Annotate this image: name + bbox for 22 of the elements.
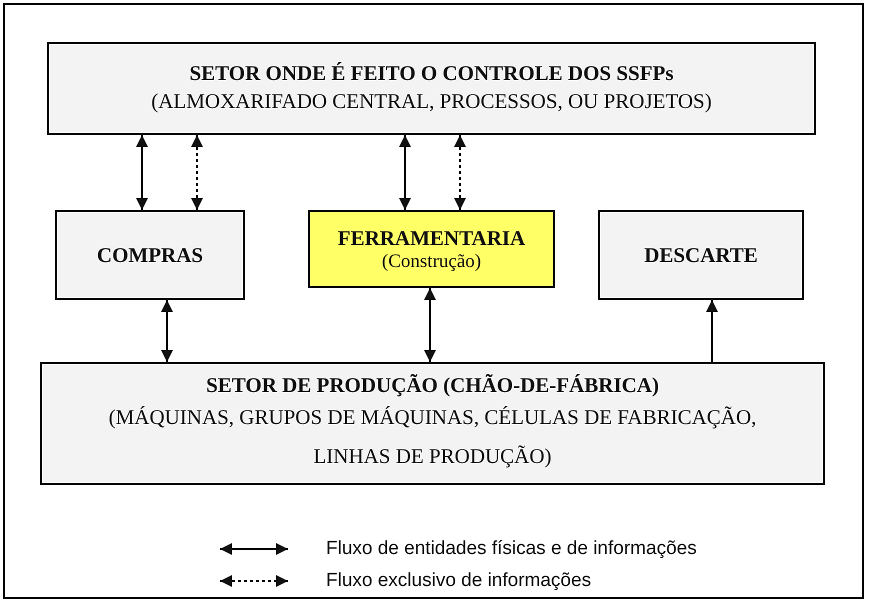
- box-text: (ALMOXARIFADO CENTRAL, PROCESSOS, OU PROJETOS): [151, 88, 712, 115]
- legend-text: Fluxo exclusivo de informações: [326, 570, 592, 592]
- process-box: [598, 210, 804, 300]
- process-box: [40, 362, 825, 485]
- box-heading: DESCARTE: [644, 242, 758, 268]
- arrow: [191, 135, 203, 210]
- box-heading: COMPRAS: [96, 242, 204, 268]
- arrow: [161, 300, 173, 362]
- box-text: (MÁQUINAS, GRUPOS DE MÁQUINAS, CÉLULAS DE FABRICAÇÃO, LINHAS DE PRODUÇÃO): [108, 404, 758, 470]
- arrow: [399, 135, 411, 210]
- box-text: (Construção): [382, 252, 482, 273]
- legend-text: Fluxo de entidades físicas e de informações: [326, 538, 697, 560]
- box-heading: FERRAMENTARIA: [338, 225, 526, 252]
- box-heading: SETOR DE PRODUÇÃO (CHÃO-DE-FÁBRICA): [206, 372, 659, 398]
- process-box: [55, 210, 245, 300]
- arrow: [706, 300, 718, 362]
- arrow: [136, 135, 148, 210]
- arrow: [424, 288, 436, 362]
- highlighted-box: [308, 210, 555, 288]
- process-box: [47, 42, 816, 135]
- box-heading: SETOR ONDE É FEITO O CONTROLE DOS SSFPs: [189, 60, 674, 86]
- arrow: [454, 135, 466, 210]
